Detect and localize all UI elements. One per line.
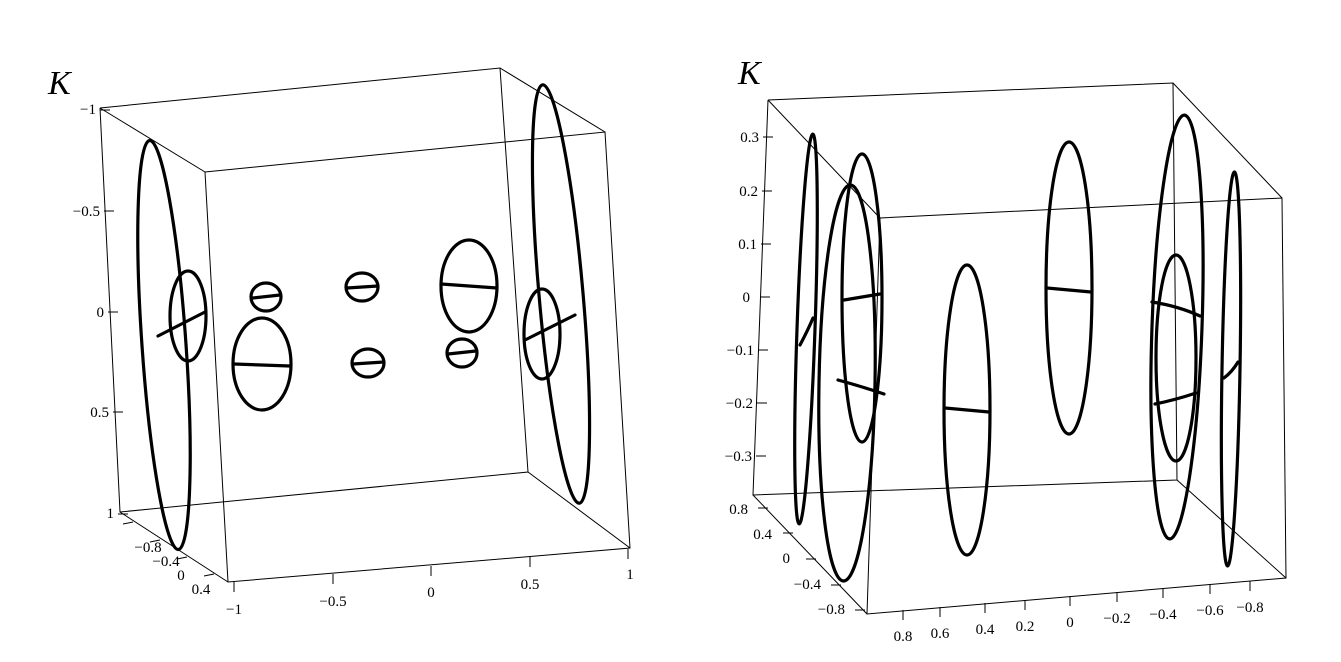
- curve-loop: [249, 281, 283, 313]
- curve-loop: [1219, 170, 1243, 568]
- curve-chord: [842, 292, 882, 302]
- right-bottom-tick-label: −0.4: [1149, 607, 1177, 623]
- left-vertical-tick-label: 0: [97, 305, 105, 321]
- right-depth-tick-label: 0: [783, 551, 791, 567]
- curve-chord: [439, 282, 499, 290]
- right-bottom-tick-label: −0.2: [1103, 611, 1130, 627]
- right-vertical-tick-label: −0.2: [726, 396, 753, 412]
- right-vertical-axis: 0.3 0.2 0.1 0 −0.1 −0.2 −0.3: [725, 130, 773, 465]
- left-depth-axis: −0.8 −0.4 0 0.4: [122, 521, 215, 598]
- left-box-front-face: [204, 131, 631, 583]
- tick: [122, 521, 134, 525]
- curve-chord: [345, 284, 380, 290]
- right-box-edge: [767, 99, 881, 219]
- curve-chord: [1222, 360, 1240, 380]
- curve-chord: [232, 362, 292, 368]
- curve-chord: [943, 406, 991, 414]
- right-bottom-tick-label: 0.6: [931, 626, 950, 642]
- left-bottom-tick-label: 0: [427, 585, 435, 601]
- curve-chord: [836, 378, 886, 396]
- left-bottom-tick-label: −1: [226, 602, 242, 618]
- curve-chord: [798, 316, 815, 347]
- left-vertical-tick-label: 1: [107, 506, 115, 522]
- right-bottom-tick-label: −0.6: [1196, 603, 1224, 619]
- right-vertical-tick-label: 0.3: [740, 130, 759, 146]
- curve-loop: [168, 269, 208, 363]
- curve-loop: [439, 238, 499, 334]
- right-curves: [793, 113, 1243, 583]
- right-box-edge: [1172, 82, 1283, 199]
- right-depth-tick-label: −0.4: [794, 577, 822, 593]
- left-bottom-tick-label: −0.5: [319, 594, 346, 610]
- left-depth-tick-label: 0: [177, 568, 185, 584]
- right-bottom-tick-label: 0.4: [976, 622, 995, 638]
- curve-chord: [446, 349, 478, 356]
- right-vertical-tick-label: −0.3: [725, 449, 752, 465]
- left-depth-tick-label: 0.4: [192, 582, 211, 598]
- curve-loop: [136, 138, 192, 552]
- curve-loop: [942, 263, 992, 557]
- left-depth-tick-label: −0.4: [152, 554, 180, 570]
- left-bottom-tick-label: 1: [626, 567, 634, 583]
- right-axis-symbol: K: [737, 55, 763, 92]
- right-box-edge: [1176, 479, 1287, 579]
- left-depth-tick-label: −0.8: [134, 540, 161, 556]
- left-bottom-axis: −1 −0.5 0 0.5 1: [226, 549, 634, 618]
- left-panel: K −1 −0.5 0 0.5 1: [47, 65, 634, 618]
- curve-loop: [1154, 253, 1198, 463]
- curve-loop: [1149, 113, 1205, 541]
- curve-chord: [251, 293, 282, 300]
- right-vertical-tick-label: 0.2: [739, 184, 758, 200]
- right-panel: K 0.3 0.2 0.1 0 −0.1 −0.2 −0.: [725, 55, 1287, 645]
- left-box-edge: [527, 471, 631, 549]
- curve-chord: [1150, 300, 1202, 318]
- right-bottom-tick-label: 0.8: [894, 629, 913, 645]
- curve-loop: [530, 83, 592, 505]
- tick: [203, 573, 215, 577]
- left-curves: [136, 83, 592, 552]
- right-bottom-axis: 0.8 0.6 0.4 0.2 0 −0.2 −0.4 −0.6 −0.8: [894, 581, 1264, 645]
- left-vertical-tick-label: −1: [80, 102, 96, 118]
- right-depth-tick-label: 0.4: [753, 527, 772, 543]
- right-depth-axis: 0.8 0.4 0 −0.4 −0.8: [729, 502, 865, 618]
- right-box-edge: [752, 494, 868, 615]
- left-vertical-tick-label: −0.5: [73, 204, 100, 220]
- right-vertical-tick-label: −0.1: [727, 343, 754, 359]
- right-bottom-tick-label: −0.8: [1236, 600, 1263, 616]
- curve-loop: [793, 132, 819, 526]
- curve-chord: [351, 360, 386, 366]
- right-vertical-tick-label: 0.1: [738, 237, 757, 253]
- right-box: [752, 82, 1287, 615]
- curve-chord: [1153, 391, 1198, 406]
- right-depth-tick-label: −0.8: [818, 602, 845, 618]
- left-bottom-tick-label: 0.5: [521, 577, 540, 593]
- curve-loop: [522, 287, 562, 381]
- tick: [176, 556, 188, 560]
- left-box-back-face: [99, 67, 529, 513]
- right-depth-tick-label: 0.8: [729, 502, 748, 518]
- curve-chord: [1045, 286, 1093, 294]
- left-vertical-tick-label: 0.5: [90, 405, 109, 421]
- left-vertical-axis: −1 −0.5 0 0.5 1: [73, 102, 128, 522]
- curve-chord: [523, 313, 577, 342]
- right-vertical-tick-label: 0: [743, 290, 751, 306]
- tick: [149, 539, 161, 543]
- left-axis-symbol: K: [47, 65, 73, 102]
- right-bottom-tick-label: 0: [1066, 615, 1074, 631]
- curve-loop: [840, 152, 884, 444]
- right-bottom-tick-label: 0.2: [1016, 619, 1035, 635]
- curve-chord: [156, 310, 207, 338]
